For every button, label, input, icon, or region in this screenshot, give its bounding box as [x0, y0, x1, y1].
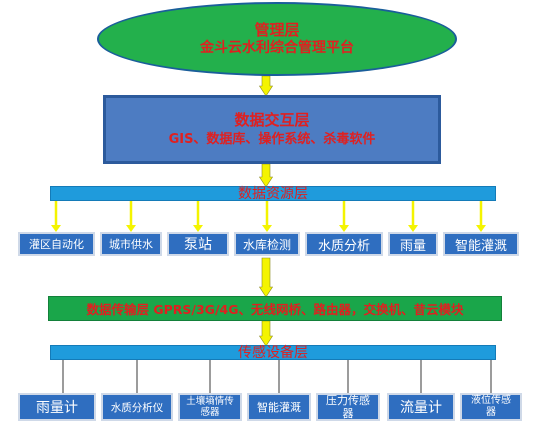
sensor-item: 液位传感器 — [460, 393, 522, 421]
branch-arrow-head — [193, 225, 203, 232]
flow-arrow — [258, 320, 274, 347]
sensor-item: 智能灌溉 — [247, 393, 311, 421]
transmission-layer: 数据传输层 GPRS/3G/4G、无线网桥、路由器，交换机、昔云模块 — [48, 296, 502, 321]
interaction-layer-subtitle: GIS、数据库、操作系统、杀毒软件 — [168, 131, 376, 147]
branch-arrow-head — [408, 225, 418, 232]
flow-arrow — [258, 75, 274, 97]
branch-arrow-head — [339, 225, 349, 232]
sensor-item: 水质分析仪 — [101, 393, 173, 421]
resource-layer-bar: 数据资源层 — [50, 186, 496, 201]
resource-item: 水质分析 — [305, 232, 383, 256]
sensor-item: 压力传感器 — [316, 393, 380, 421]
branch-arrow-head — [476, 225, 486, 232]
resource-layer-title: 数据资源层 — [238, 185, 308, 202]
sensor-item: 土壤墒情传感器 — [178, 393, 242, 421]
resource-item: 水库检测 — [234, 232, 300, 256]
resource-item: 城市供水 — [100, 232, 162, 256]
flow-arrow — [258, 257, 274, 298]
resource-item: 灌区自动化 — [18, 232, 95, 256]
resource-item: 泵站 — [167, 232, 229, 256]
management-layer-subtitle: 金斗云水利综合管理平台 — [200, 40, 354, 56]
management-layer-title: 管理层 — [254, 21, 300, 39]
sensor-item: 流量计 — [387, 393, 455, 421]
sensor-layer-title: 传感设备层 — [238, 344, 308, 361]
flow-arrow — [258, 163, 274, 188]
sensor-item: 雨量计 — [18, 393, 96, 421]
resource-item: 雨量 — [388, 232, 438, 256]
transmission-layer-text: 数据传输层 GPRS/3G/4G、无线网桥、路由器，交换机、昔云模块 — [86, 302, 464, 317]
resource-item: 智能灌溉 — [443, 232, 519, 256]
branch-arrow-head — [51, 225, 61, 232]
branch-arrow-head — [262, 225, 272, 232]
interaction-layer: 数据交互层 GIS、数据库、操作系统、杀毒软件 — [103, 95, 441, 164]
management-layer: 管理层 金斗云水利综合管理平台 — [97, 2, 457, 76]
interaction-layer-title: 数据交互层 — [234, 110, 310, 129]
branch-arrow-head — [126, 225, 136, 232]
sensor-layer-bar: 传感设备层 — [50, 345, 496, 360]
